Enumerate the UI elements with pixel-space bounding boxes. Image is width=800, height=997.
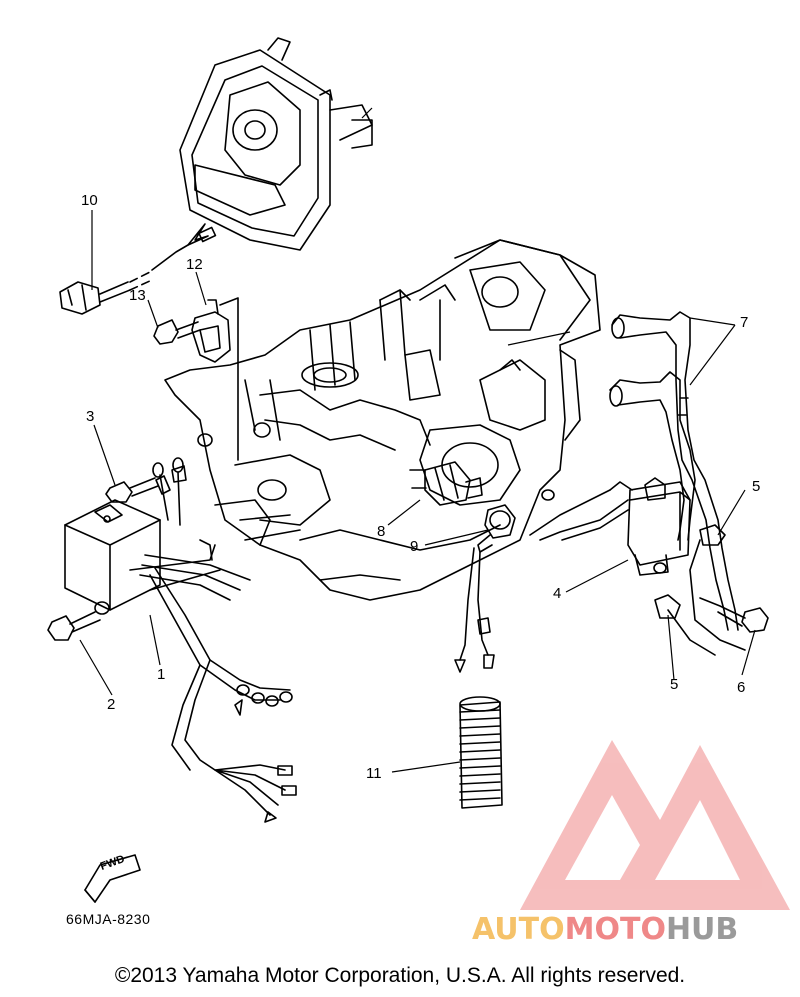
copyright-notice: ©2013 Yamaha Motor Corporation, U.S.A. A…: [114, 964, 686, 987]
plug-caps-7: [609, 311, 739, 631]
spring-11: [459, 696, 503, 809]
callout-11: 11: [366, 765, 382, 782]
callout-4: 4: [553, 585, 562, 602]
brand-moto: MOTO: [564, 912, 666, 947]
callout-12: 12: [186, 256, 203, 273]
watermark-brand-text: AUTOMOTOHUB: [472, 912, 738, 947]
flywheel-cover-housing: [179, 37, 373, 251]
watermark-logo: [520, 740, 790, 910]
bolt-6: [699, 597, 769, 633]
callout-2: 2: [107, 696, 116, 713]
cap-9: [454, 504, 516, 673]
ignition-coil-4: [529, 477, 691, 576]
callout-10: 10: [81, 192, 98, 209]
brand-hub: HUB: [665, 912, 739, 947]
callout-6: 6: [737, 679, 746, 696]
cdi-unit-1: [64, 499, 297, 823]
brand-auto: AUTO: [472, 912, 565, 947]
clamp-5: [654, 524, 746, 656]
sensor-8: [409, 461, 483, 506]
sensor-bolt-10: [59, 223, 217, 315]
leader-lines: [79, 107, 756, 773]
callout-1: 1: [157, 666, 166, 683]
bolt-3: [105, 457, 187, 526]
callout-13: 13: [129, 287, 146, 304]
clip-12: [191, 297, 239, 461]
engine-block: [164, 239, 601, 601]
callout-3: 3: [86, 408, 95, 425]
callout-7: 7: [740, 314, 749, 331]
fwd-direction-arrow: [84, 854, 141, 903]
bolt-2: [47, 601, 110, 641]
diagram-reference: 66MJA-8230: [66, 911, 151, 927]
callout-5-lower: 5: [670, 676, 679, 693]
callout-9: 9: [410, 538, 419, 555]
callout-8: 8: [377, 523, 386, 540]
bolt-13: [153, 319, 201, 345]
callout-5-upper: 5: [752, 478, 761, 495]
